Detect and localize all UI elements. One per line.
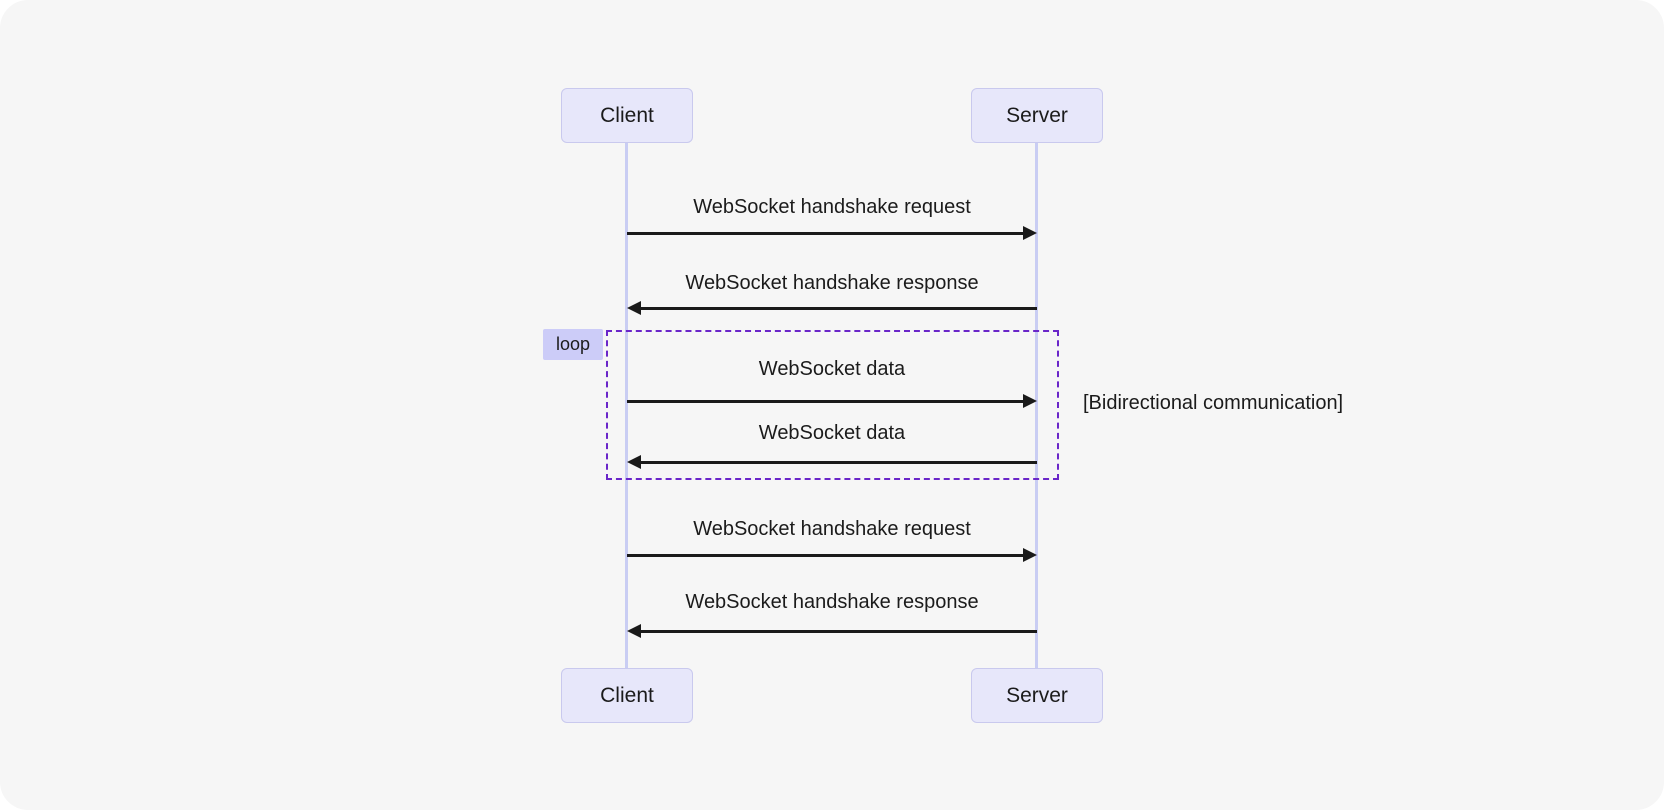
message-label: WebSocket data [758, 422, 906, 444]
message-label: WebSocket handshake response [685, 272, 979, 294]
message-label: WebSocket handshake request [693, 196, 971, 218]
arrowhead-right-icon [1023, 226, 1037, 240]
actor-client-bottom-label: Client [600, 683, 654, 707]
arrowhead-left-icon [627, 301, 641, 315]
arrowhead-left-icon [627, 455, 641, 469]
loop-label: loop [543, 329, 603, 360]
message-arrow-line [638, 461, 1037, 464]
message-arrow-line [627, 400, 1026, 403]
actor-server-bottom-label: Server [1006, 683, 1068, 707]
message-label: WebSocket handshake response [685, 591, 979, 613]
client-lifeline [625, 143, 628, 668]
actor-server-top: Server [971, 88, 1103, 143]
actor-server-bottom: Server [971, 668, 1103, 723]
actor-client-top-label: Client [600, 103, 654, 127]
message-arrow-line [638, 307, 1037, 310]
arrowhead-right-icon [1023, 548, 1037, 562]
message-arrow-line [627, 554, 1026, 557]
message-label: WebSocket data [758, 358, 906, 380]
actor-server-top-label: Server [1006, 103, 1068, 127]
actor-client-bottom: Client [561, 668, 693, 723]
message-arrow-line [627, 232, 1026, 235]
loop-annotation: [Bidirectional communication] [1083, 392, 1344, 414]
actor-client-top: Client [561, 88, 693, 143]
arrowhead-left-icon [627, 624, 641, 638]
arrowhead-right-icon [1023, 394, 1037, 408]
message-label: WebSocket handshake request [693, 518, 971, 540]
loop-frame [606, 330, 1059, 480]
message-arrow-line [638, 630, 1037, 633]
